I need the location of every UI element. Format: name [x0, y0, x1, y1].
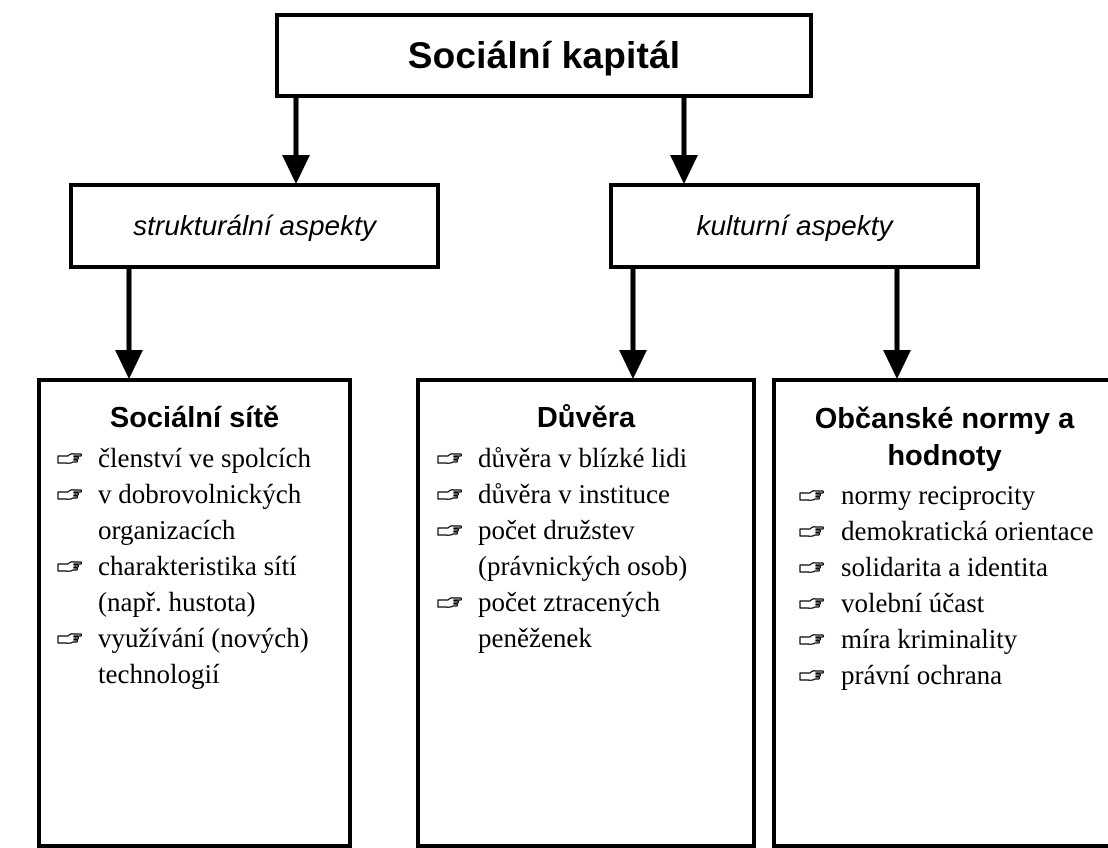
arrowhead-cultural-trust: [619, 350, 647, 379]
social-networks-list: členství ve spolcích v dobrovolnických o…: [51, 440, 338, 692]
list-item: míra kriminality: [786, 621, 1103, 657]
list-item-text: volební účast: [841, 588, 985, 618]
list-item: využívání (nových) technologií: [51, 620, 338, 692]
list-item: volební účast: [786, 585, 1103, 621]
pointing-hand-icon: [799, 657, 825, 693]
list-item-text: charakteristika sítí (např. hustota): [98, 551, 297, 617]
arrowhead-root-cultural: [670, 155, 698, 184]
list-item-text: počet družstev (právnických osob): [478, 515, 688, 581]
list-item: důvěra v blízké lidi: [430, 440, 742, 476]
list-item-text: míra kriminality: [841, 624, 1018, 654]
pointing-hand-icon: [57, 620, 83, 656]
list-item-text: využívání (nových) technologií: [98, 623, 309, 689]
list-item: charakteristika sítí (např. hustota): [51, 548, 338, 620]
list-item: důvěra v instituce: [430, 476, 742, 512]
pointing-hand-icon: [799, 621, 825, 657]
list-item-text: důvěra v blízké lidi: [478, 443, 688, 473]
list-item: demokratická orientace: [786, 513, 1103, 549]
arrowhead-cultural-norms: [883, 350, 911, 379]
list-item: počet družstev (právnických osob): [430, 512, 742, 584]
trust-box: Důvěra důvěra v blízké lidi důvěra v ins…: [416, 378, 756, 848]
pointing-hand-icon: [57, 440, 83, 476]
cultural-aspects-box: kulturní aspekty: [609, 183, 980, 269]
list-item-text: v dobrovolnických organizacích: [98, 479, 302, 545]
pointing-hand-icon: [799, 513, 825, 549]
list-item: solidarita a identita: [786, 549, 1103, 585]
pointing-hand-icon: [57, 548, 83, 584]
pointing-hand-icon: [437, 512, 463, 548]
list-item-text: solidarita a identita: [841, 552, 1048, 582]
list-item: právní ochrana: [786, 657, 1103, 693]
arrowhead-root-structural: [282, 155, 310, 184]
list-item-text: členství ve spolcích: [98, 443, 311, 473]
list-item-text: normy reciprocity: [841, 480, 1036, 510]
civic-norms-list: normy reciprocity demokratická orientace…: [786, 477, 1103, 693]
pointing-hand-icon: [437, 440, 463, 476]
list-item: počet ztracených peněženek: [430, 584, 742, 656]
root-title: Sociální kapitál: [407, 34, 681, 76]
list-item: členství ve spolcích: [51, 440, 338, 476]
pointing-hand-icon: [799, 549, 825, 585]
social-networks-box: Sociální sítě členství ve spolcích v dob…: [37, 378, 352, 848]
root-box: Sociální kapitál: [275, 13, 813, 98]
civic-norms-title: Občanské normy a hodnoty: [814, 403, 1075, 472]
list-item-text: právní ochrana: [841, 660, 1003, 690]
pointing-hand-icon: [437, 584, 463, 620]
list-item: v dobrovolnických organizacích: [51, 476, 338, 548]
pointing-hand-icon: [57, 476, 83, 512]
civic-norms-box: Občanské normy a hodnoty normy reciproci…: [772, 378, 1108, 848]
cultural-aspects-label: kulturní aspekty: [696, 210, 893, 241]
pointing-hand-icon: [799, 585, 825, 621]
social-networks-title: Sociální sítě: [109, 402, 280, 434]
trust-list: důvěra v blízké lidi důvěra v instituce …: [430, 440, 742, 656]
structural-aspects-box: strukturální aspekty: [69, 183, 440, 269]
list-item-text: důvěra v instituce: [478, 479, 670, 509]
list-item: normy reciprocity: [786, 477, 1103, 513]
list-item-text: počet ztracených peněženek: [478, 587, 661, 653]
structural-aspects-label: strukturální aspekty: [133, 210, 376, 241]
arrowhead-structural-networks: [115, 350, 143, 379]
pointing-hand-icon: [437, 476, 463, 512]
trust-title: Důvěra: [536, 402, 636, 434]
list-item-text: demokratická orientace: [841, 516, 1094, 546]
pointing-hand-icon: [799, 477, 825, 513]
